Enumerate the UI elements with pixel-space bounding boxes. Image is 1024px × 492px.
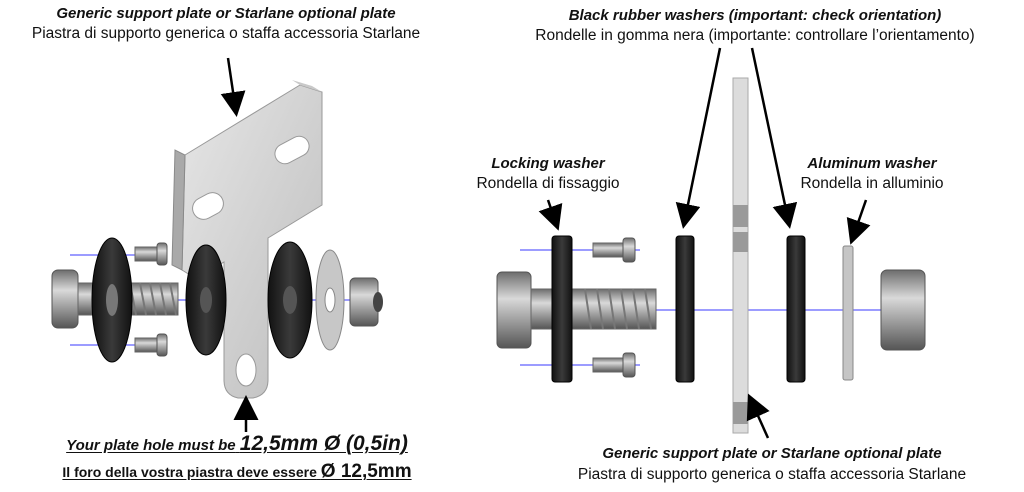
left-hole-note-en: Your plate hole must be 12,5mm Ø (0,5in) [66,433,408,454]
right-alu-arrow [846,199,871,245]
right-aluminum-washer [842,245,854,381]
right-plate-label-it: Piastra di supporto generica o staffa ac… [577,466,967,483]
right-small-screw-lower [592,352,636,378]
left-plate-label-en: Generic support plate or Starlane option… [56,5,396,22]
left-plate-arrow [220,57,246,117]
right-locking-arrow [538,199,563,231]
left-hex-nut [349,277,383,327]
right-hex-nut [880,269,926,351]
left-hole-note-en-prefix: Your plate hole must be [66,437,236,454]
right-locking-washer [551,235,573,383]
right-rubber-arrow-2 [750,47,798,229]
right-small-screw-upper [592,237,636,263]
right-rubber-washer-1 [675,235,695,383]
left-small-screw-upper [134,242,168,266]
right-rubber-washer-2 [786,235,806,383]
right-plate-arrow [746,393,770,439]
right-alu-label-it: Rondella in alluminio [800,175,944,192]
right-support-plate [732,77,749,434]
left-small-screw-lower [134,333,168,357]
right-alu-label-en: Aluminum washer [807,155,937,172]
right-locking-label-it: Rondella di fissaggio [476,175,620,192]
left-plate-label-it: Piastra di supporto generica o staffa ac… [31,25,421,42]
left-hole-note-it-value: Ø 12,5mm [320,461,412,482]
right-locking-label-en: Locking washer [491,155,605,172]
left-hole-note-en-value: 12,5mm Ø (0,5in) [239,432,408,455]
right-plate-label-en: Generic support plate or Starlane option… [602,445,942,462]
right-assembly [496,47,926,439]
right-rubber-label-en: Black rubber washers (important: check o… [568,7,942,24]
left-hole-note-it-prefix: Il foro della vostra piastra deve essere [62,464,317,480]
left-assembly [51,57,383,432]
right-rubber-arrow-1 [675,47,722,229]
left-hole-note-it: Il foro della vostra piastra deve essere… [62,462,411,481]
right-rubber-label-it: Rondelle in gomma nera (importante: cont… [535,27,975,44]
right-hex-bolt [496,271,657,349]
